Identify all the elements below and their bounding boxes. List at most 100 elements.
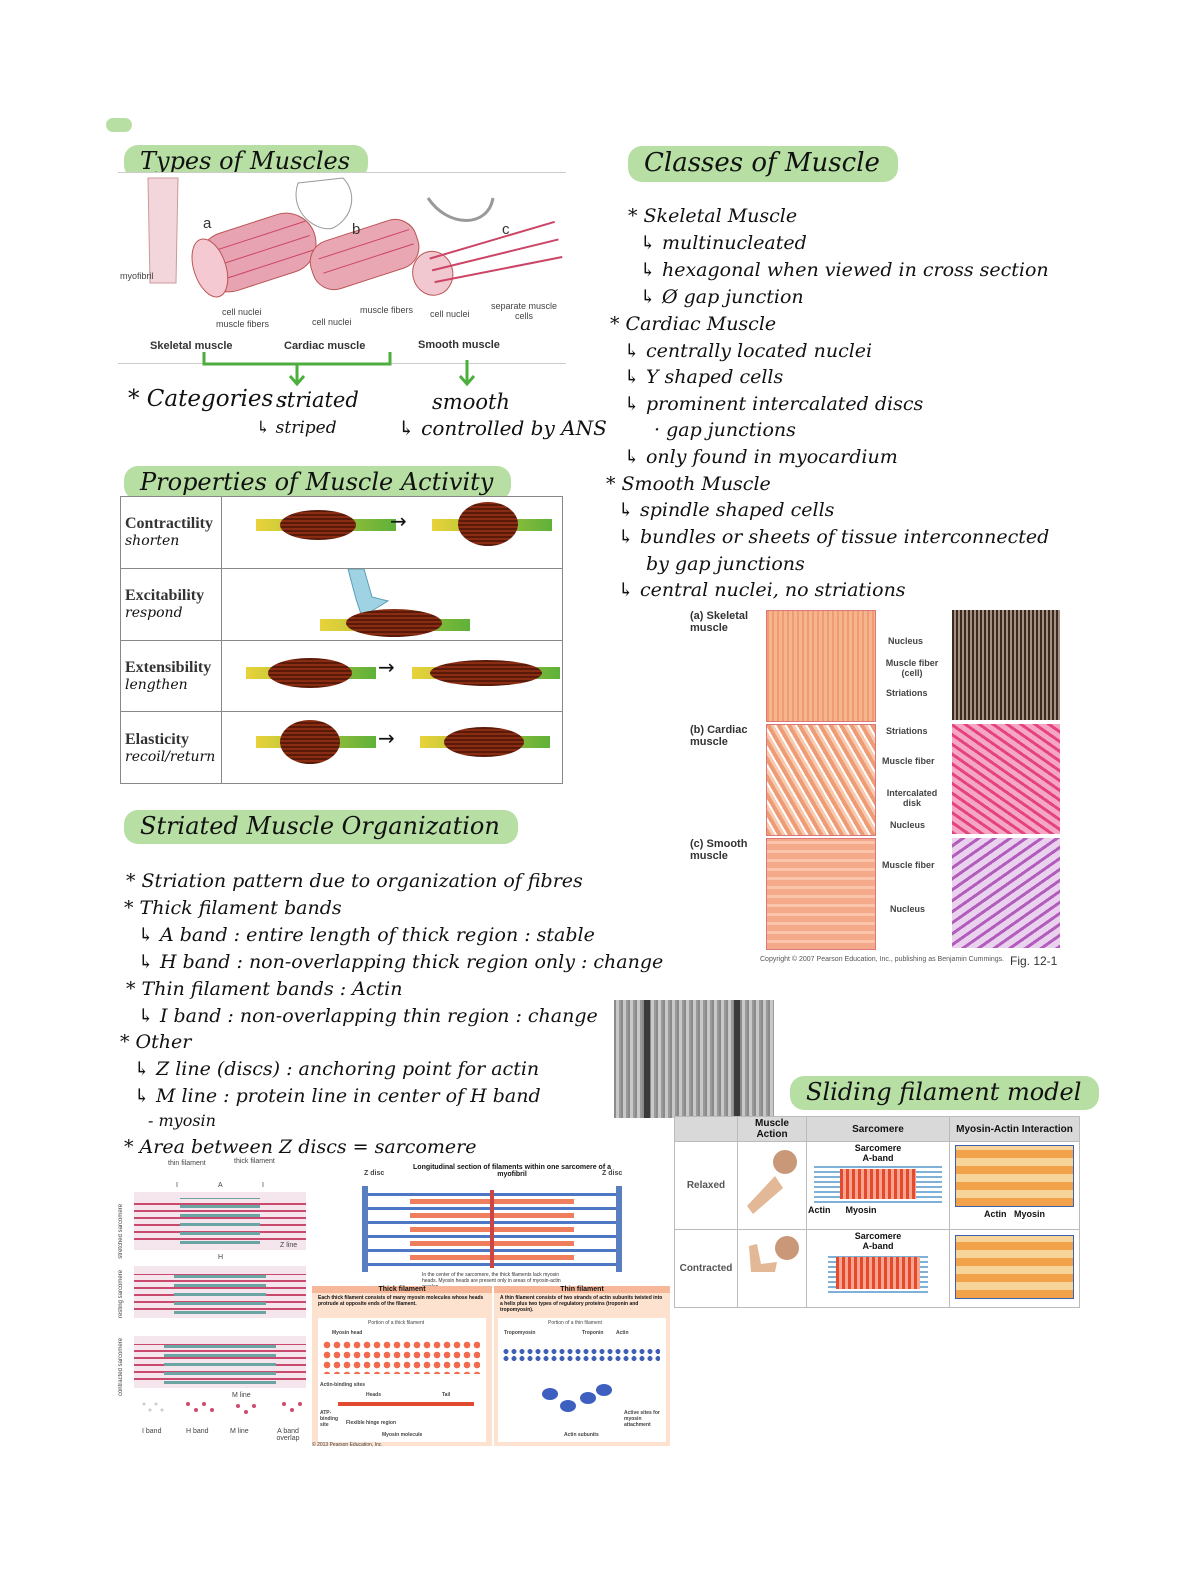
category-arrows (202, 352, 476, 387)
col-interaction: Myosin-Actin Interaction (949, 1116, 1080, 1142)
active-sites-label: Active sites for myosin attachment (624, 1410, 660, 1428)
row-contracted: Contracted (674, 1229, 738, 1308)
thin-desc: A thin filament consists of two strands … (500, 1295, 663, 1313)
panel-c-label: (c) Smooth muscle (690, 838, 748, 862)
classes-heading: Classes of Muscle (628, 146, 898, 182)
thin-portion-label: Portion of a thin filament (548, 1320, 602, 1326)
a-band-overlap-label: A band overlap (276, 1428, 300, 1442)
histo-fig-number: Fig. 12-1 (1010, 954, 1058, 968)
striated-line: * Thick filament bands (124, 897, 342, 919)
panel-b-label: (b) Cardiac muscle (690, 724, 748, 748)
aband-label: A-band (862, 1153, 894, 1163)
contracted-arm (737, 1229, 807, 1308)
z-line-label: Z line (280, 1242, 298, 1249)
category-striated: striated (276, 388, 359, 412)
smooth-micrograph (952, 838, 1060, 948)
striated-line: ↳ A band : entire length of thick region… (138, 924, 595, 946)
h-band-label: H band (186, 1428, 209, 1435)
extensibility-illustration: → (221, 639, 563, 713)
classes-line: ↳ multinucleated (640, 232, 807, 254)
stimulus-probe-icon (347, 568, 390, 618)
sarcomere-label: Sarcomere (854, 1231, 902, 1242)
label-c: c (502, 221, 510, 238)
actin-label: Actin (983, 1209, 1007, 1219)
resting-label: resting sarcomere (118, 1270, 124, 1319)
classes-line: * Smooth Muscle (606, 473, 771, 495)
classes-line: ↳ Ø gap junction (640, 286, 804, 308)
arrow-icon: → (390, 509, 407, 533)
arrow-icon: → (378, 654, 395, 679)
property-name: Elasticity (125, 730, 189, 748)
myosin-label: Myosin (845, 1205, 877, 1215)
classes-line: * Skeletal Muscle (628, 205, 798, 227)
row-relaxed: Relaxed (674, 1140, 738, 1231)
thick-filament-panel: Thick filament Each thick filament consi… (312, 1286, 492, 1446)
sarcomere-label: Sarcomere (854, 1143, 902, 1153)
striated-line: * Thin filament bands : Actin (126, 978, 403, 1000)
classes-line: · gap junctions (654, 419, 796, 441)
actin-subunits-icon (542, 1384, 612, 1412)
sarcomere-states-figure: thin filament thick filament stretched s… (118, 1158, 310, 1450)
classes-line: by gap junctions (646, 553, 805, 575)
properties-heading: Properties of Muscle Activity (124, 466, 512, 500)
atp-label: ATP-binding site (320, 1410, 339, 1428)
thin-filament-label: thin filament (168, 1160, 206, 1167)
cardiac-micrograph (952, 724, 1060, 834)
label-a: a (203, 215, 212, 232)
skeletal-micrograph (952, 610, 1060, 720)
label-fiber-b: Muscle fiber (882, 756, 935, 766)
sliding-row: Relaxed Sarcomere A-band Actin Myosin Ac… (674, 1140, 1080, 1231)
hinge-label: Flexible hinge region (346, 1420, 397, 1426)
relaxed-arm-icon (747, 1150, 797, 1215)
category-striped: ↳ striped (256, 418, 337, 438)
property-name: Excitability (125, 587, 205, 605)
label-nucleus-a: Nucleus (888, 636, 924, 646)
thick-filament-label: thick filament (234, 1158, 275, 1165)
troponin-label: Troponin (582, 1330, 604, 1336)
striated-heading: Striated Muscle Organization (124, 810, 518, 844)
arrow-icon: → (378, 726, 395, 751)
classes-line: ↳ bundles or sheets of tissue interconne… (618, 526, 1050, 548)
tropomyosin-label: Tropomyosin (504, 1330, 536, 1336)
classes-line: ↳ spindle shaped cells (618, 499, 835, 521)
contracted-sarcomere: Sarcomere A-band (806, 1229, 950, 1308)
contractility-illustration: → (221, 496, 563, 569)
muscle-types-illustration (147, 177, 563, 298)
muscle-fibers-label-b: muscle fibers (360, 305, 414, 315)
label-striations-a: Striations (886, 688, 928, 698)
z-disc-right: Z disc (602, 1170, 623, 1177)
contracted-interaction (949, 1229, 1080, 1308)
classes-line: ↳ central nuclei, no striations (618, 579, 906, 601)
relaxed-arm (737, 1140, 807, 1231)
page-tab-marker (106, 118, 132, 132)
cell-nuclei-label-a: cell nuclei (222, 307, 262, 317)
label-nucleus-c: Nucleus (890, 904, 926, 914)
striated-line: * Area between Z discs = sarcomere (124, 1136, 477, 1158)
i-label-2: I (262, 1182, 264, 1189)
label-fiber-c: Muscle fiber (882, 860, 935, 870)
thick-desc: Each thick filament consists of many myo… (318, 1295, 484, 1307)
classes-line: ↳ only found in myocardium (624, 446, 898, 468)
cross-section-dots (142, 1402, 302, 1414)
panel-a-label: (a) Skeletal muscle (690, 610, 749, 634)
excitability-illustration (221, 567, 563, 641)
stretched-label: stretched sarcomere (118, 1204, 124, 1259)
property-note: recoil/return (125, 748, 216, 765)
label-striations-b: Striations (886, 726, 928, 736)
classes-line: ↳ hexagonal when viewed in cross section (640, 259, 1049, 281)
sliding-heading: Sliding filament model (790, 1076, 1100, 1110)
longitudinal-section (362, 1186, 622, 1272)
actin-subunits-label: Actin subunits (564, 1432, 599, 1438)
sliding-row: Contracted Sarcomere A-band (674, 1229, 1080, 1308)
striated-line: ↳ H band : non-overlapping thick region … (138, 951, 664, 973)
stretched-sarcomere (134, 1192, 306, 1250)
caption-smooth: Smooth muscle (418, 339, 500, 351)
elasticity-illustration: → (221, 711, 563, 784)
property-note: lengthen (125, 676, 188, 693)
cell-nuclei-label-b: cell nuclei (312, 317, 352, 327)
sliding-filament-figure: Muscle Action Sarcomere Myosin-Actin Int… (674, 1116, 1080, 1308)
col-muscle-action: Muscle Action (737, 1116, 807, 1142)
